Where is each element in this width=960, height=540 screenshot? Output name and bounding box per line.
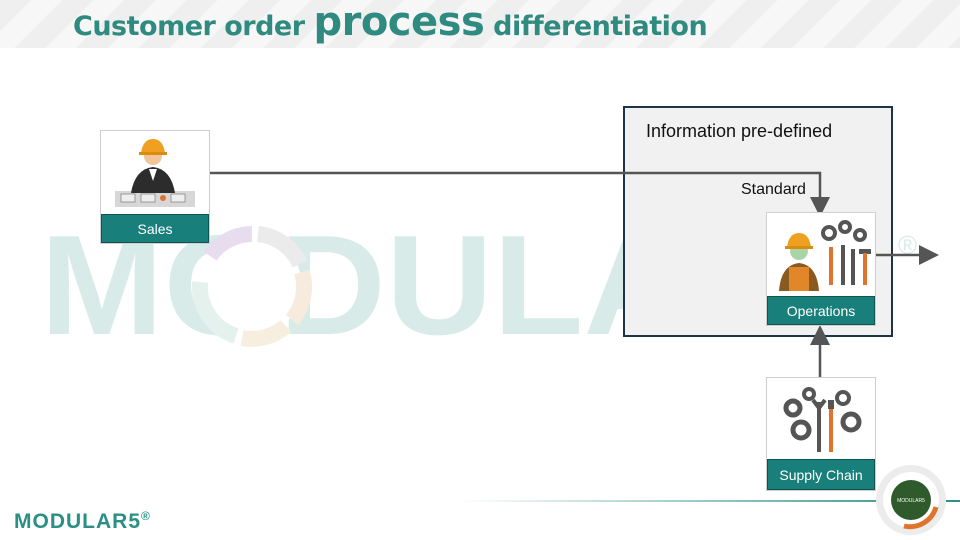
watermark-mark: ® bbox=[898, 230, 917, 260]
title-part2: differentiation bbox=[484, 11, 708, 42]
title-part1: Customer order bbox=[73, 11, 314, 42]
title-band bbox=[0, 0, 960, 48]
gears-tools-icon bbox=[783, 387, 862, 452]
sales-node: Sales bbox=[100, 130, 210, 244]
watermark-ring bbox=[191, 226, 313, 347]
supply-chain-node: Supply Chain bbox=[766, 377, 876, 491]
footer-logo: MODULAR5® bbox=[14, 509, 151, 534]
footer-logo-text: MODULAR5 bbox=[14, 510, 141, 533]
operations-label: Operations bbox=[767, 296, 875, 325]
modular5-badge-icon: MODULAR5 bbox=[876, 465, 946, 535]
operations-node: Operations bbox=[766, 212, 876, 326]
supply-chain-label: Supply Chain bbox=[767, 459, 875, 490]
standard-label: Standard bbox=[741, 181, 806, 198]
info-box-title: Information pre-defined bbox=[646, 121, 833, 141]
footer-logo-mark: ® bbox=[141, 509, 151, 523]
title-emphasis: process bbox=[313, 0, 485, 45]
sales-label: Sales bbox=[101, 214, 209, 243]
page-title: Customer order process differentiation bbox=[73, 2, 708, 42]
salesperson-icon bbox=[115, 139, 195, 207]
badge-text: MODULAR5 bbox=[897, 498, 925, 504]
footer-divider bbox=[460, 500, 960, 502]
worker-tools-icon bbox=[779, 220, 871, 291]
